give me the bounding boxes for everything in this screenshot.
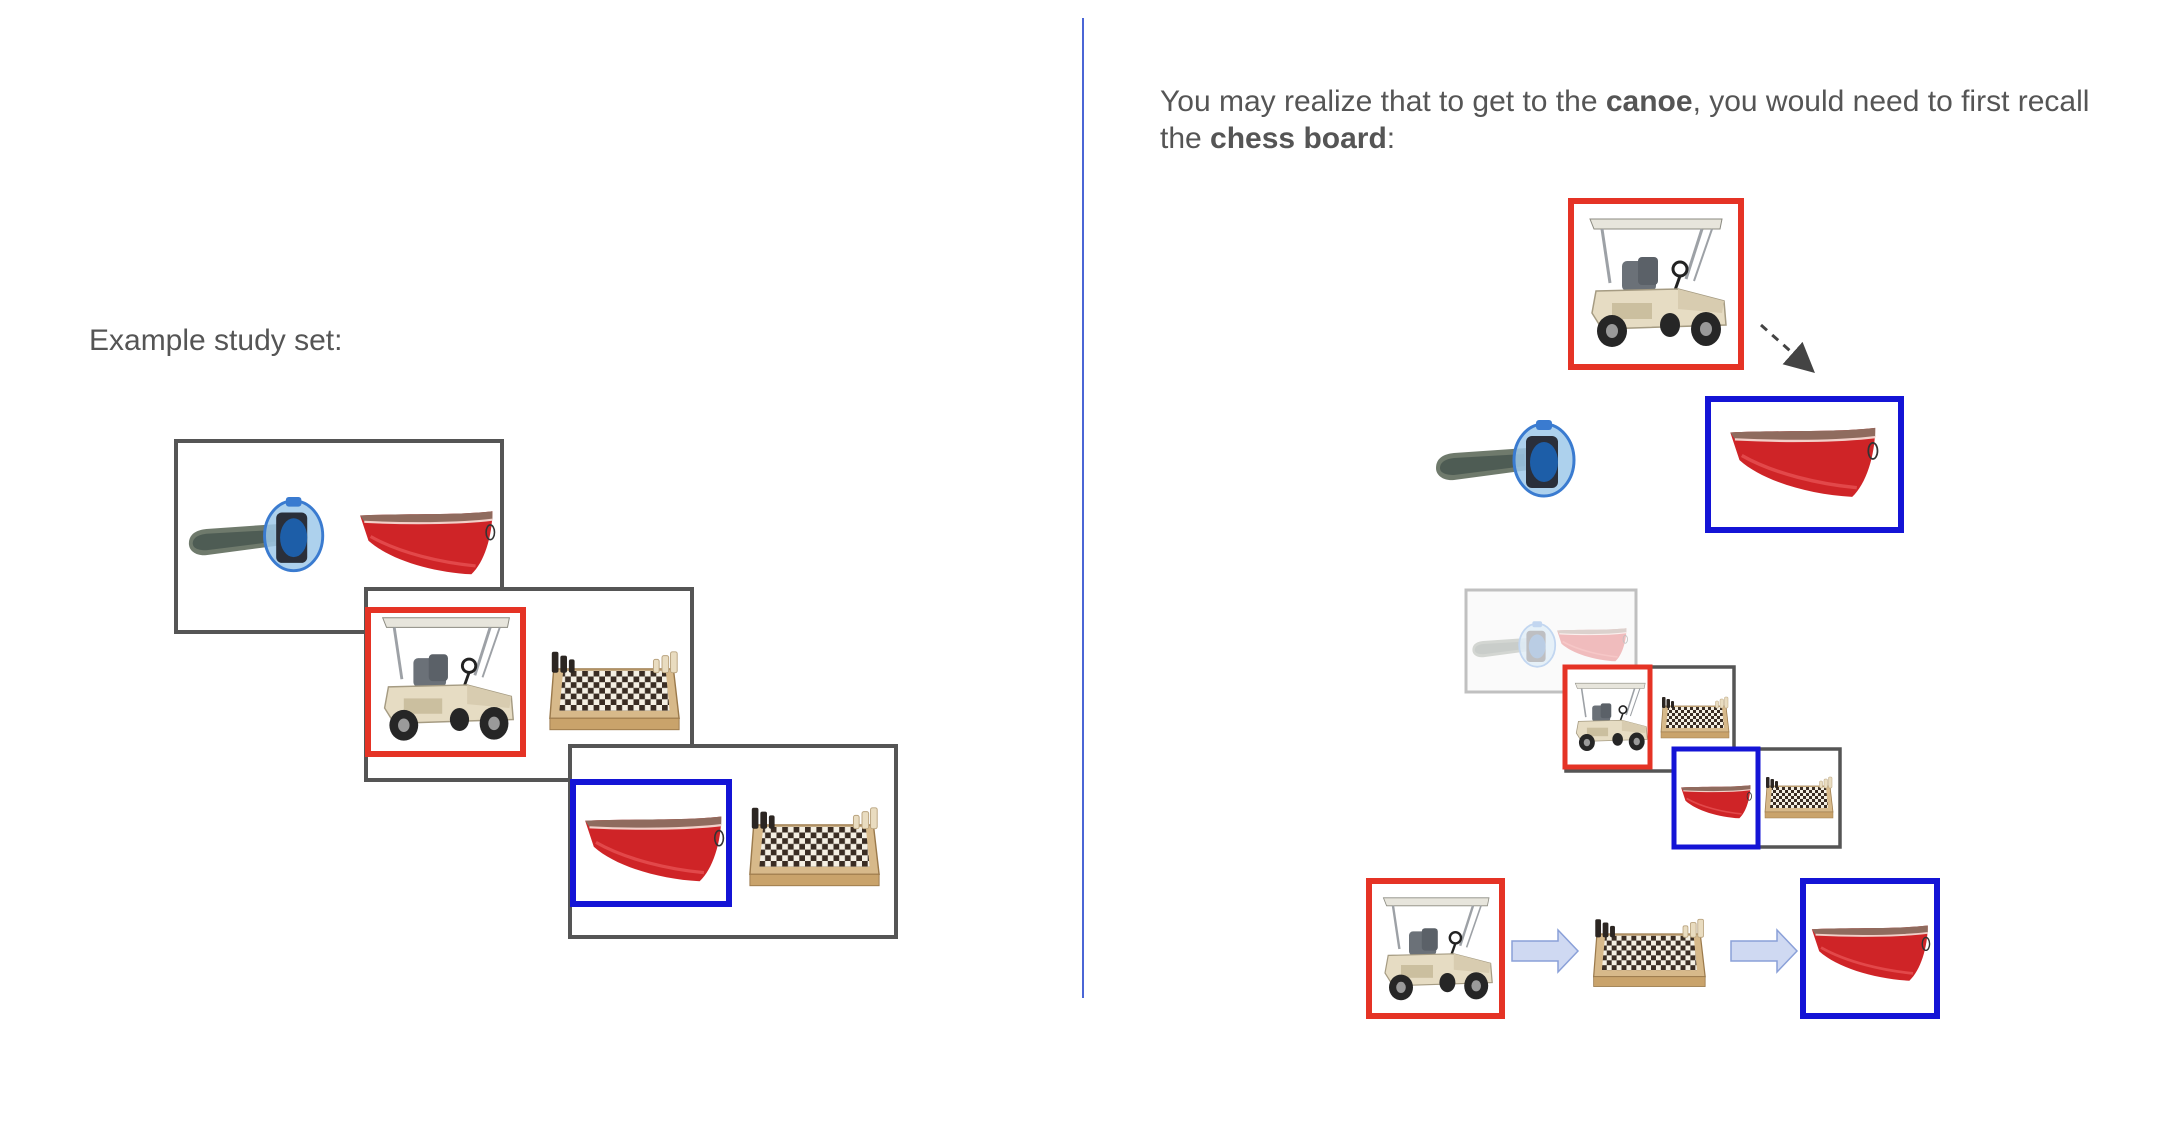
panel-divider: [1082, 18, 1084, 998]
sequence-arrow-1: [1511, 928, 1580, 974]
explanation-text: You may realize that to get to the canoe…: [1160, 85, 2090, 155]
sequence-arrow-2: [1730, 928, 1799, 974]
recall-cue: [1568, 198, 1744, 370]
study-card-3: [568, 744, 898, 939]
chess-board-term: chess board: [1210, 122, 1387, 155]
recall-target: [1705, 396, 1904, 533]
study-set-heading: Example study set:: [89, 324, 343, 357]
chess-board-image: [1593, 918, 1706, 988]
chain-card-2: [1671, 746, 1842, 850]
canoe-term: canoe: [1605, 85, 1693, 118]
chainsaw-image: [1434, 418, 1576, 498]
sequence-cue: [1366, 878, 1505, 1019]
sequence-target: [1800, 878, 1940, 1019]
dashed-arrow: [1760, 323, 1815, 373]
study-card-2: [364, 587, 694, 782]
